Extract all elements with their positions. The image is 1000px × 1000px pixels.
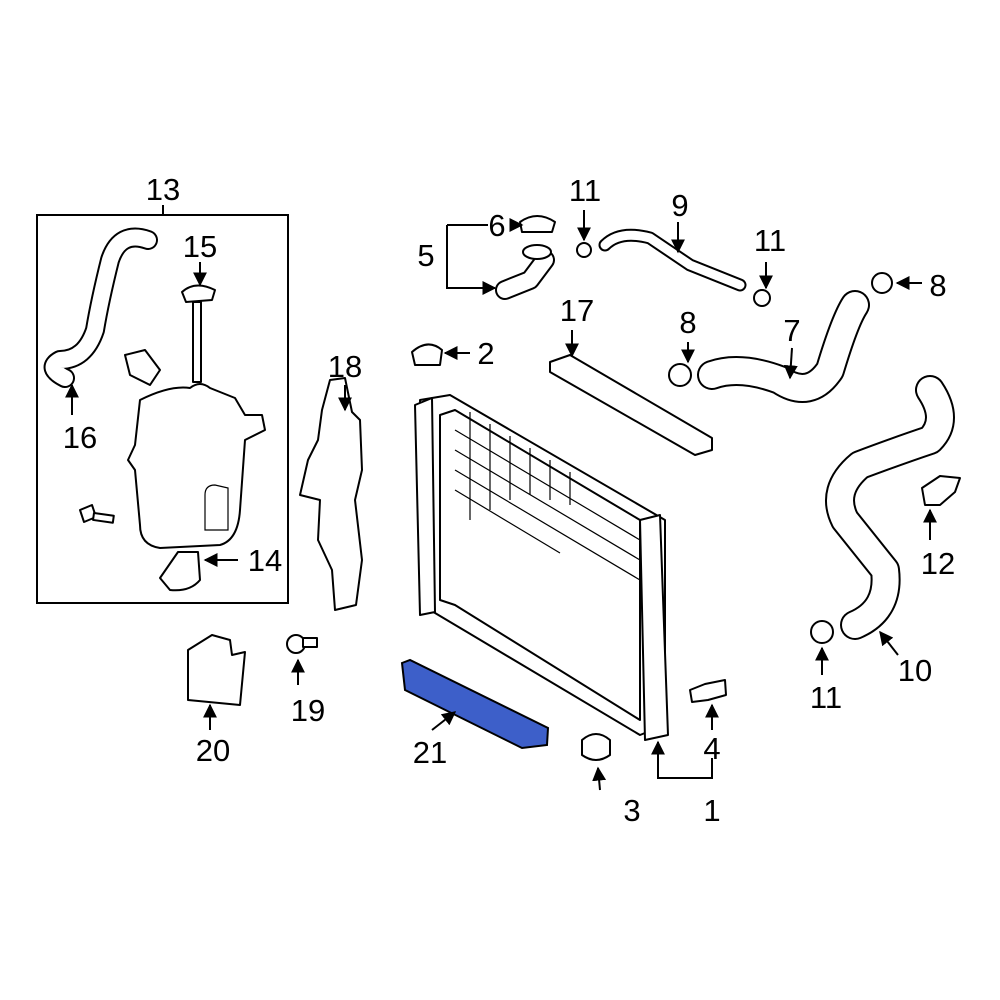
- callout-10: 10: [898, 653, 932, 688]
- callout-3: 3: [623, 793, 640, 828]
- reservoir-bracket: [159, 551, 201, 592]
- radiator: [414, 394, 669, 741]
- reservoir-bracket-small: [124, 349, 161, 386]
- leader-lines: [65, 210, 937, 791]
- callout-8-b: 8: [679, 305, 696, 340]
- lower-cushion: [581, 733, 611, 761]
- callout-13: 13: [146, 172, 180, 207]
- drain-plug: [689, 679, 727, 703]
- upper-radiator-hose: [697, 290, 870, 403]
- coolant-reservoir-tank: [127, 383, 266, 549]
- callout-11-a: 11: [569, 173, 601, 208]
- radiator-seal-highlighted: [400, 658, 550, 750]
- callout-15: 15: [183, 229, 217, 264]
- hose-bracket: [921, 475, 961, 506]
- callout-5: 5: [417, 238, 434, 273]
- callout-9: 9: [671, 188, 688, 223]
- callout-14: 14: [248, 543, 282, 578]
- radiator-air-guide-side: [299, 377, 363, 611]
- callout-8-a: 8: [929, 268, 946, 303]
- bypass-hose: [598, 228, 747, 292]
- radiator-cap: [519, 215, 556, 233]
- bolt: [79, 504, 115, 524]
- reservoir-hose: [43, 227, 158, 388]
- hose-clamp: [576, 242, 592, 258]
- callout-17: 17: [560, 293, 594, 328]
- hose-clamp: [871, 272, 893, 294]
- callout-16: 16: [63, 420, 97, 455]
- callout-11-b: 11: [754, 223, 786, 258]
- hose-clamp: [810, 620, 834, 644]
- hose-clamp: [668, 363, 692, 387]
- callout-20: 20: [196, 733, 230, 768]
- callout-19: 19: [291, 693, 325, 728]
- lower-radiator-hose: [825, 375, 955, 640]
- hose-clamp: [753, 289, 771, 307]
- callout-1: 1: [703, 793, 720, 828]
- callout-6: 6: [488, 208, 505, 243]
- callout-7: 7: [783, 313, 800, 348]
- callout-12: 12: [921, 546, 955, 581]
- upper-cushion: [411, 343, 443, 366]
- clip: [286, 634, 318, 654]
- filler-neck: [495, 244, 555, 300]
- reservoir-cap: [181, 284, 216, 383]
- callout-2: 2: [477, 336, 494, 371]
- callout-21: 21: [413, 735, 447, 770]
- callout-18: 18: [328, 349, 362, 384]
- callout-11-c: 11: [810, 680, 842, 715]
- callout-4: 4: [703, 731, 720, 766]
- air-guide-lower: [187, 634, 246, 706]
